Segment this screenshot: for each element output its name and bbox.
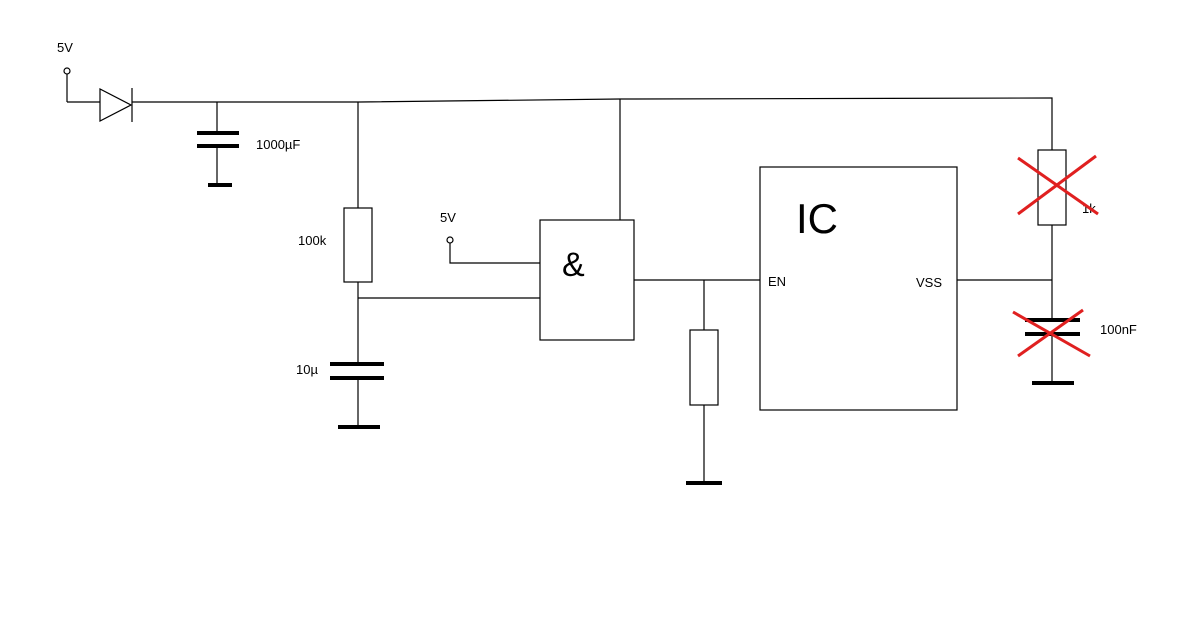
diode	[99, 88, 133, 122]
resistor-1k-strike	[1017, 154, 1099, 216]
supply-label-gate: 5V	[440, 210, 456, 225]
capacitor-10u-label: 10µ	[296, 362, 318, 377]
capacitor-100nf-label: 100nF	[1100, 322, 1137, 337]
ic-block	[759, 166, 958, 411]
capacitor-1000uf	[197, 102, 239, 187]
and-gate	[539, 99, 635, 341]
ic-pin-en: EN	[768, 274, 786, 289]
resistor-100k	[343, 102, 373, 362]
capacitor-1000uf-label: 1000µF	[256, 137, 300, 152]
pulldown-resistor	[686, 280, 722, 485]
and-gate-symbol: &	[562, 246, 585, 284]
resistor-100k-label: 100k	[298, 233, 327, 248]
capacitor-100nf-strike	[1012, 308, 1091, 358]
capacitor-10u	[330, 362, 384, 429]
ic-title: IC	[796, 195, 838, 242]
supply-label-top: 5V	[57, 40, 73, 55]
supply-terminal-top	[63, 67, 100, 103]
ic-pin-vss: VSS	[916, 275, 942, 290]
supply-terminal-gate	[446, 236, 540, 264]
capacitor-100nf	[1025, 318, 1080, 385]
